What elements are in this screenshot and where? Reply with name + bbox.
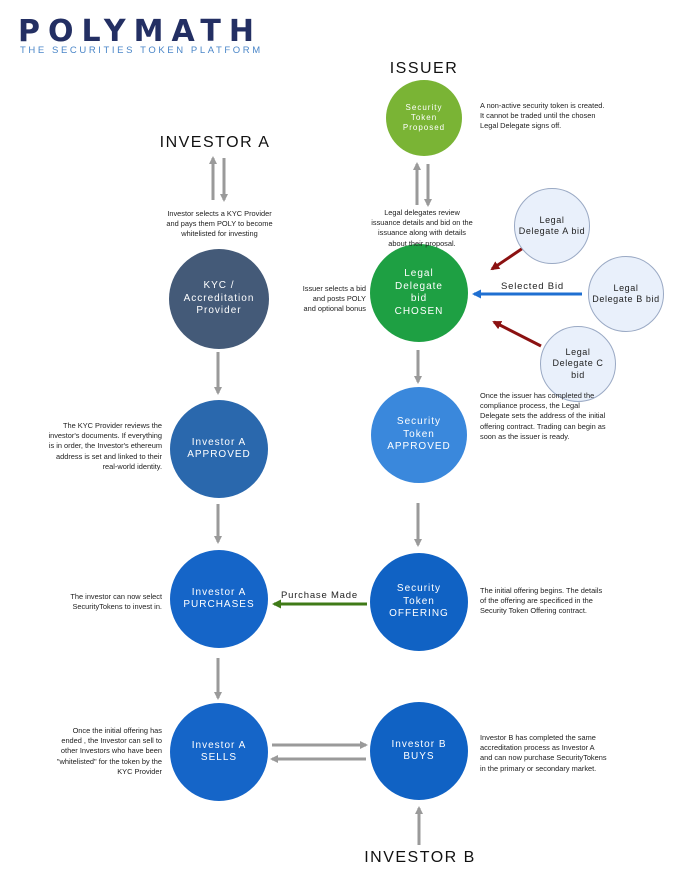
note-select-tokens: The investor can now select SecurityToke… xyxy=(70,592,162,612)
brand-tagline: THE SECURITIES TOKEN PLATFORM xyxy=(20,45,263,56)
label-purchase-made: Purchase Made xyxy=(281,590,358,601)
note-offering: The initial offering begins. The details… xyxy=(480,586,603,616)
note-kyc-review: The KYC Provider reviews the investor's … xyxy=(48,421,162,471)
arrow-delegate-c-bid xyxy=(492,320,542,348)
note-token-proposed: A non-active security token is created. … xyxy=(480,101,605,131)
node-token-offering-label: Security Token OFFERING xyxy=(389,583,449,620)
node-token-proposed: Security Token Proposed xyxy=(386,80,462,156)
node-delegate-c: Legal Delegate C bid xyxy=(540,326,616,402)
label-selected-bid: Selected Bid xyxy=(501,281,564,292)
note-compliance: Once the issuer has completed the compli… xyxy=(480,391,606,441)
node-kyc-provider-label: KYC / Accreditation Provider xyxy=(183,280,255,317)
node-investor-b-buys-label: Investor B BUYS xyxy=(391,738,447,763)
arrow-delegate-a-bid xyxy=(490,244,527,271)
node-token-offering: Security Token OFFERING xyxy=(370,553,468,651)
note-issuer-selects: Issuer selects a bid and posts POLY and … xyxy=(302,284,366,314)
node-investor-purchases-label: Investor A PURCHASES xyxy=(183,586,255,611)
note-investor-b: Investor B has completed the same accred… xyxy=(480,733,607,773)
polymath-logo: POLYMATH xyxy=(18,14,262,49)
node-investor-sells: Investor A SELLS xyxy=(170,703,268,801)
node-legal-chosen: Legal Delegate bid CHOSEN xyxy=(370,244,468,342)
note-kyc: Investor selects a KYC Provider and pays… xyxy=(166,209,273,239)
node-delegate-a: Legal Delegate A bid xyxy=(514,188,590,264)
note-legal-review: Legal delegates review issuance details … xyxy=(371,208,473,248)
note-sell: Once the initial offering has ended , th… xyxy=(56,726,162,776)
node-delegate-a-label: Legal Delegate A bid xyxy=(518,214,586,236)
node-token-proposed-label: Security Token Proposed xyxy=(402,103,446,132)
node-investor-approved: Investor A APPROVED xyxy=(170,400,268,498)
node-token-approved: Security Token APPROVED xyxy=(371,387,467,483)
node-investor-sells-label: Investor A SELLS xyxy=(191,739,247,764)
node-legal-chosen-label: Legal Delegate bid CHOSEN xyxy=(394,268,444,317)
node-kyc-provider: KYC / Accreditation Provider xyxy=(169,249,269,349)
node-delegate-c-label: Legal Delegate C bid xyxy=(552,347,604,380)
node-investor-b-buys: Investor B BUYS xyxy=(370,702,468,800)
heading-issuer: ISSUER xyxy=(389,60,459,77)
node-investor-purchases: Investor A PURCHASES xyxy=(170,550,268,648)
node-token-approved-label: Security Token APPROVED xyxy=(387,416,451,453)
node-investor-approved-label: Investor A APPROVED xyxy=(187,436,251,461)
node-delegate-b-label: Legal Delegate B bid xyxy=(592,282,660,304)
heading-investor-a: INVESTOR A xyxy=(159,134,271,151)
heading-investor-b: INVESTOR B xyxy=(364,849,476,866)
node-delegate-b: Legal Delegate B bid xyxy=(588,256,664,332)
